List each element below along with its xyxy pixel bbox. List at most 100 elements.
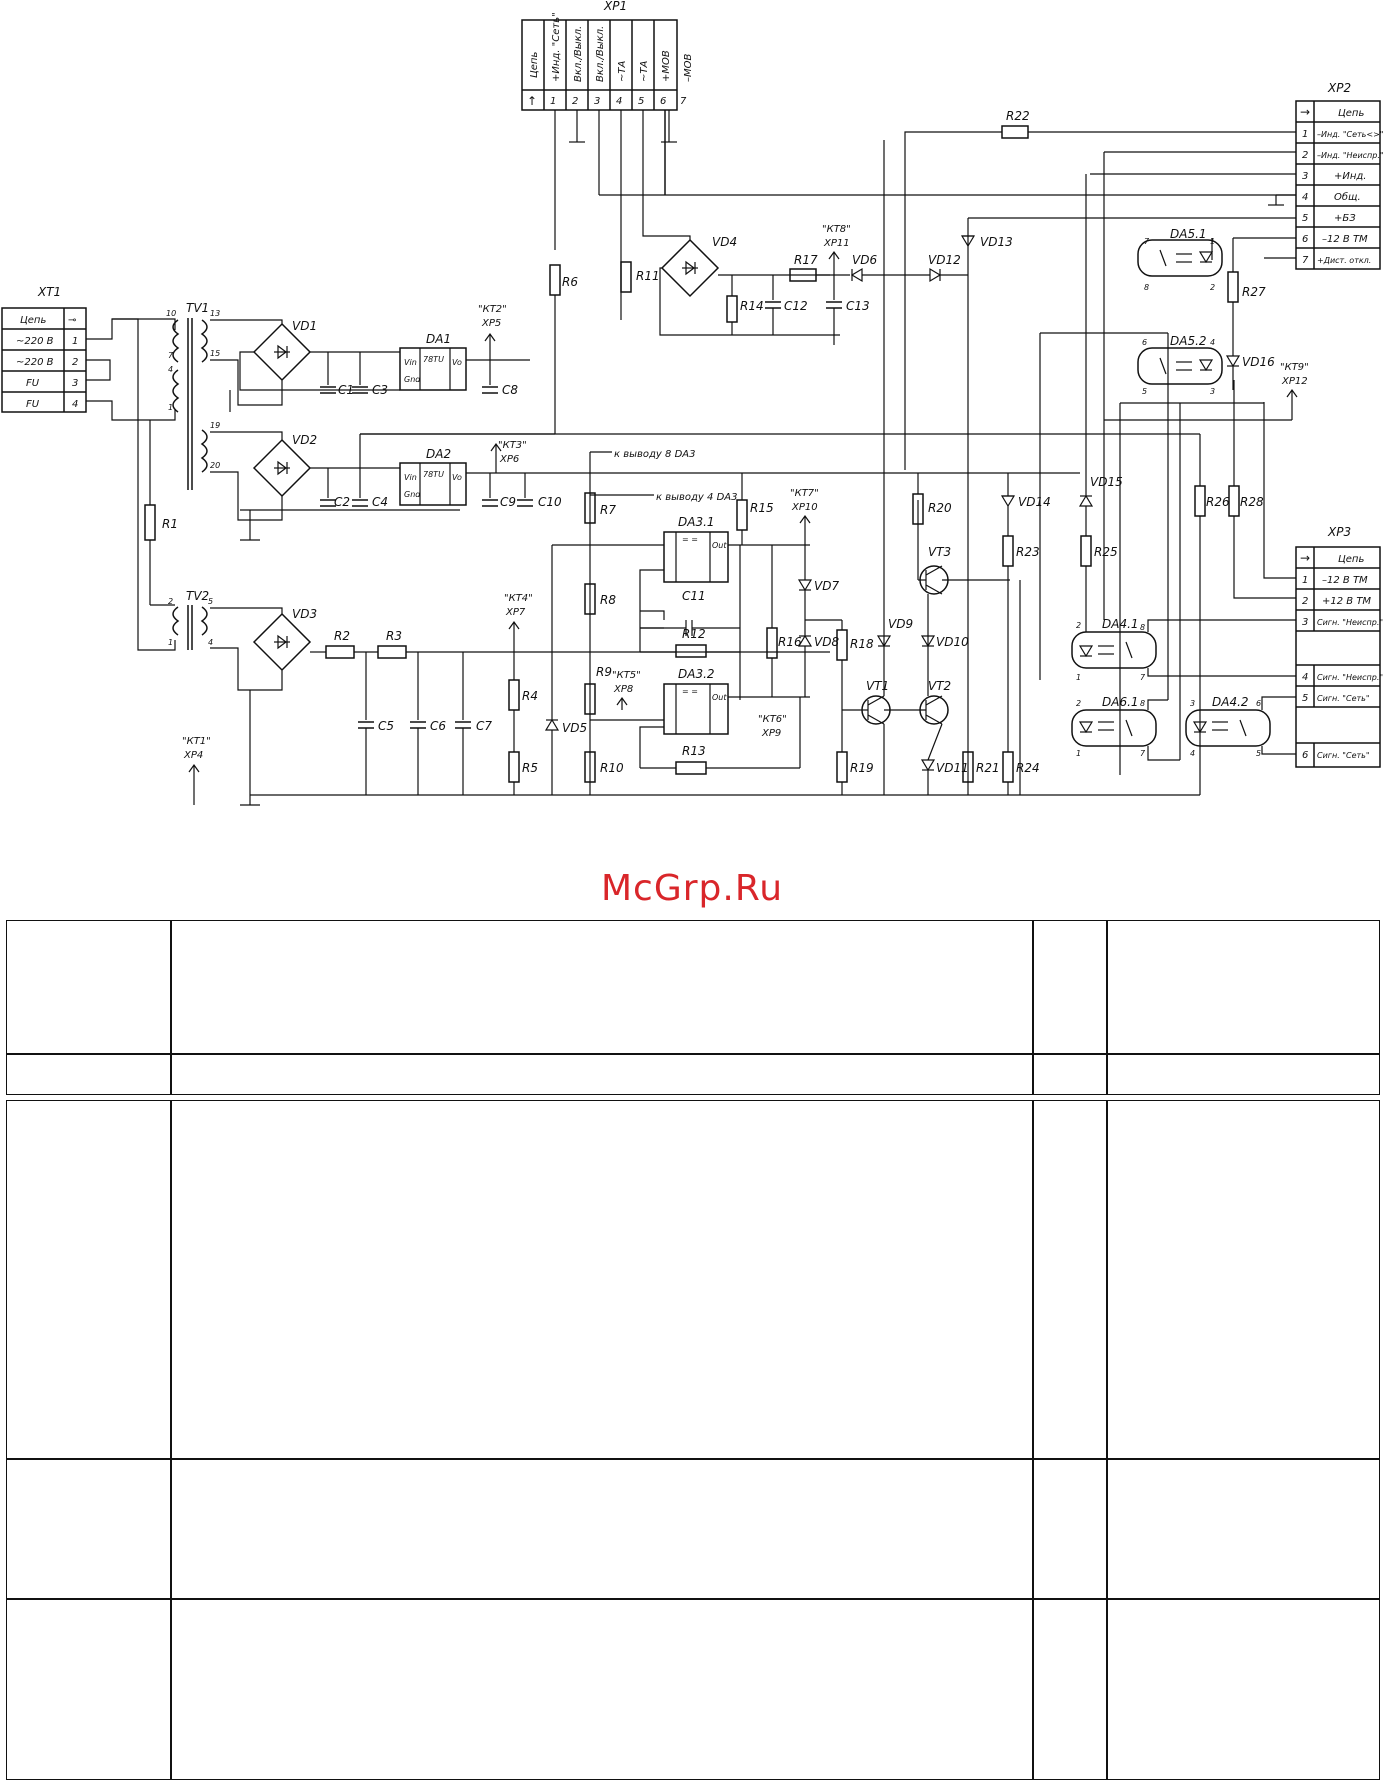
xp2-row-name-6: –12 В ТМ bbox=[1322, 234, 1368, 245]
xp1-pin-name-1: +Инд. "Сеть" bbox=[551, 12, 562, 82]
da41-pin-8: 8 bbox=[1140, 623, 1145, 632]
da32-label: DA3.2 bbox=[678, 667, 715, 681]
table-cell bbox=[1032, 1458, 1108, 1600]
kt9-label: "КТ9" bbox=[1280, 362, 1309, 373]
r11-label: R11 bbox=[636, 269, 660, 283]
xt1-title: XT1 bbox=[37, 285, 61, 299]
test-point-kt3: "КТ3" XP6 bbox=[490, 440, 527, 473]
xp2-title: XP2 bbox=[1327, 81, 1351, 95]
xp2-row-pin-3: 3 bbox=[1302, 171, 1308, 182]
xp2-row-name-4: Общ. bbox=[1334, 191, 1361, 203]
kt4-label: "КТ4" bbox=[504, 593, 533, 604]
c9-label: C9 bbox=[500, 495, 516, 509]
xp2-row-name-7: +Дист. откл. bbox=[1317, 256, 1371, 265]
r9-label: R9 bbox=[596, 665, 612, 679]
table-cell bbox=[1032, 1053, 1108, 1095]
r27-label: R27 bbox=[1242, 285, 1266, 299]
vd3-label: VD3 bbox=[292, 607, 317, 621]
da51-pin-2: 2 bbox=[1210, 283, 1215, 292]
r21-label: R21 bbox=[976, 761, 1000, 775]
xp3-row-name-5: Сигн. "Сеть" bbox=[1317, 694, 1370, 703]
test-point-kt9: "КТ9" XP12 bbox=[1104, 362, 1309, 421]
da31-out: Out bbox=[712, 541, 727, 550]
da2-label: DA2 bbox=[426, 447, 451, 461]
r5-label: R5 bbox=[522, 761, 538, 775]
da32-out: Out bbox=[712, 693, 727, 702]
form-table bbox=[6, 920, 1380, 1780]
connector-xp2: XP2 → Цепь 1 2 3 4 5 6 7 –Инд. "Сеть<>" … bbox=[1295, 81, 1384, 270]
da2-type: 78TU bbox=[423, 470, 444, 479]
kt3-connector: XP6 bbox=[499, 454, 519, 465]
xp3-row-name-1: –12 В ТМ bbox=[1322, 575, 1368, 586]
kt6-connector: XP9 bbox=[761, 728, 781, 739]
optocoupler-da61: DA6.1 2 1 8 7 bbox=[1071, 695, 1180, 761]
vd6-label: VD6 bbox=[852, 253, 877, 267]
xp3-row-name-3: Сигн. "Неиспр." bbox=[1317, 618, 1383, 627]
comparator-da31: DA3.1 = = Out bbox=[663, 515, 729, 583]
table-cell bbox=[170, 1100, 1034, 1460]
vd13-label: VD13 bbox=[980, 235, 1013, 249]
kt1-connector: XP4 bbox=[183, 750, 203, 761]
xp2-row-pin-2: 2 bbox=[1302, 150, 1308, 161]
xp3-arrow: → bbox=[1300, 551, 1310, 565]
kt2-label: "КТ2" bbox=[478, 304, 507, 315]
xt1-header: Цепь bbox=[20, 315, 46, 326]
tv2-pin-1: 1 bbox=[168, 638, 173, 647]
da52-pin-5: 5 bbox=[1142, 387, 1147, 396]
vd2-label: VD2 bbox=[292, 433, 317, 447]
da32-cmp: = = bbox=[682, 687, 698, 696]
xp2-row-name-2: –Инд. "Неиспр." bbox=[1317, 151, 1384, 160]
table-cell bbox=[1032, 920, 1108, 1055]
da31-label: DA3.1 bbox=[678, 515, 715, 529]
table-cell bbox=[6, 920, 172, 1055]
vt3-label: VT3 bbox=[928, 545, 951, 559]
vd8-label: VD8 bbox=[814, 635, 839, 649]
kt9-connector: XP12 bbox=[1281, 376, 1308, 387]
xp3-row-pin-6: 6 bbox=[1302, 750, 1308, 761]
xt1-row-pin-2: 2 bbox=[72, 357, 78, 368]
xp1-pin-num-3: 3 bbox=[594, 96, 600, 107]
da52-pin-6: 6 bbox=[1142, 338, 1147, 347]
bridge-vd2: VD2 bbox=[210, 431, 460, 541]
tv1-pin-1: 1 bbox=[168, 403, 173, 412]
connector-xt1: XT1 Цепь ⊸ ~220 В ~220 В FU FU 1 2 3 4 bbox=[1, 285, 176, 651]
da41-pin-1: 1 bbox=[1076, 673, 1081, 682]
vd7-label: VD7 bbox=[814, 579, 839, 593]
table-cell bbox=[170, 1053, 1034, 1095]
da1-vin: Vin bbox=[404, 358, 417, 367]
test-point-kt2: "КТ2" XP5 bbox=[478, 304, 507, 360]
table-cell bbox=[1032, 1100, 1108, 1460]
xp3-row-pin-4: 4 bbox=[1302, 672, 1308, 683]
xp2-row-pin-1: 1 bbox=[1302, 129, 1308, 140]
xp3-row-pin-1: 1 bbox=[1302, 575, 1308, 586]
vd16-label: VD16 bbox=[1242, 355, 1275, 369]
da42-pin-3: 3 bbox=[1190, 699, 1195, 708]
xp3-header: Цепь bbox=[1338, 554, 1364, 565]
tv1-pin-7: 7 bbox=[168, 351, 174, 360]
tv1-pin-4: 4 bbox=[168, 365, 173, 374]
xp3-row-pin-5: 5 bbox=[1302, 693, 1308, 704]
xp2-row-pin-5: 5 bbox=[1302, 213, 1308, 224]
xp3-row-pin-3: 3 bbox=[1302, 617, 1308, 628]
vd11-label: VD11 bbox=[936, 761, 969, 775]
xp1-pin-num-6: 6 bbox=[660, 96, 666, 107]
kt8-connector: XP11 bbox=[823, 238, 850, 249]
da42-pin-4: 4 bbox=[1190, 749, 1195, 758]
right-network: R16 VD7 VD8 R18 R19 VT1 VD9 VT2 bbox=[549, 109, 1296, 795]
optocoupler-da51: DA5.1 7 8 1 2 bbox=[1137, 227, 1223, 292]
r15-label: R15 bbox=[750, 501, 774, 515]
table-cell bbox=[1106, 1100, 1380, 1460]
da51-pin-8: 8 bbox=[1144, 283, 1149, 292]
note-da3-pin8: к выводу 8 DA3 bbox=[614, 449, 695, 460]
xp1-pin-num-7: 7 bbox=[680, 96, 687, 107]
transformer-tv1: TV1 10 7 4 1 13 15 19 20 bbox=[166, 301, 220, 490]
tv1-pin-19: 19 bbox=[210, 421, 220, 430]
vd15-label: VD15 bbox=[1090, 475, 1123, 489]
resistor-r1: R1 bbox=[144, 504, 178, 541]
table-cell bbox=[170, 920, 1034, 1055]
kt8-label: "КТ8" bbox=[822, 224, 851, 235]
vd5-label: VD5 bbox=[562, 721, 587, 735]
c1-label: C1 bbox=[338, 383, 354, 397]
xp3-row-name-4: Сигн. "Неиспр." bbox=[1317, 673, 1383, 682]
lower-supply: R2 R3 C5 C6 C7 R4 R5 bbox=[240, 629, 1200, 806]
